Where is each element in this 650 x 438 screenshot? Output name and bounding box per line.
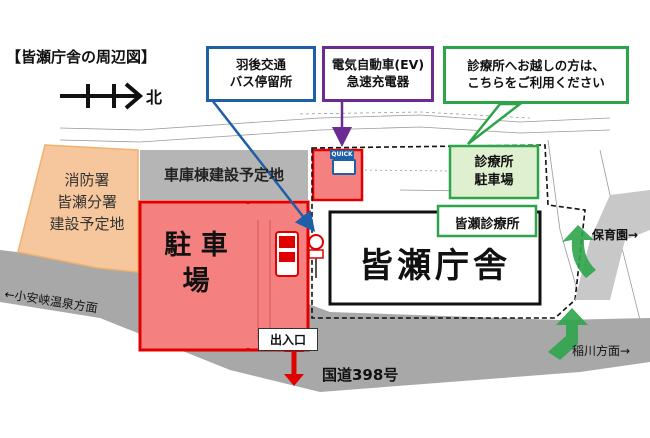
- bus-stop-icon: [275, 231, 324, 278]
- parking-line1: 駐 車: [164, 230, 228, 261]
- parking-lines: [257, 220, 271, 340]
- parking-line2: 場: [182, 266, 210, 298]
- nursery-side-road: [575, 190, 650, 300]
- clinic-callout-line2: こちらをご利用ください: [467, 75, 605, 90]
- fire-station-line2: 皆瀬分署: [56, 192, 117, 211]
- green-arrow-east: [548, 308, 588, 360]
- property-boundary: [311, 144, 586, 319]
- clinic-callout-pointer: [467, 102, 524, 145]
- ev-charger-icon: [332, 159, 356, 175]
- parking-area: [138, 200, 250, 352]
- green-arrow-nursery: [562, 225, 596, 278]
- clinic-callout-line1: 診療所へお越しの方は、: [467, 58, 605, 74]
- ev-callout-line2: 急速充電器: [346, 74, 410, 89]
- bus-callout-line2: バス停留所: [229, 74, 293, 89]
- bus-stop-callout: 羽後交通 バス停留所: [206, 46, 316, 102]
- fire-station-label: 消防署 皆瀬分署 建設予定地: [32, 170, 142, 235]
- north-arrow-icon: [60, 82, 144, 110]
- clinic-parking-label: 診療所 駐車場: [450, 154, 538, 190]
- fire-station-line3: 建設予定地: [49, 214, 125, 233]
- ev-callout-line1: 電気自動車(EV): [331, 57, 425, 73]
- parking-label: 駐 車 場: [148, 228, 244, 301]
- clinic-shape: [436, 204, 538, 238]
- north-label: 北: [146, 88, 163, 107]
- clinic-parking-shape: [448, 144, 540, 200]
- main-building-label: 皆瀬庁舎: [359, 246, 511, 286]
- fire-station-site: [17, 144, 139, 273]
- bus-callout-pointer: [211, 99, 316, 232]
- bus-callout-line1: 羽後交通: [235, 57, 286, 73]
- ev-logo-label: QUICK: [330, 150, 354, 159]
- clinic-callout: 診療所へお越しの方は、 こちらをご利用ください: [443, 46, 629, 104]
- entrance-label: 出入口: [258, 328, 318, 351]
- route-398-label: 国道398号: [322, 366, 399, 384]
- clinic-parking-line1: 診療所: [474, 155, 514, 170]
- garage-site-area: [140, 150, 308, 200]
- map-title: 【皆瀬庁舎の周辺図】: [6, 48, 157, 66]
- nursery-direction-label: 保育園→: [592, 228, 639, 242]
- ev-charger-callout: 電気自動車(EV) 急速充電器: [322, 46, 434, 102]
- clinic-label: 皆瀬診療所: [454, 217, 520, 232]
- clinic-parking-line2: 駐車場: [474, 173, 514, 189]
- east-direction-label: 稲川方面→: [572, 344, 631, 358]
- garage-site-label: 車庫棟建設予定地: [163, 166, 284, 184]
- fire-station-line1: 消防署: [64, 171, 110, 189]
